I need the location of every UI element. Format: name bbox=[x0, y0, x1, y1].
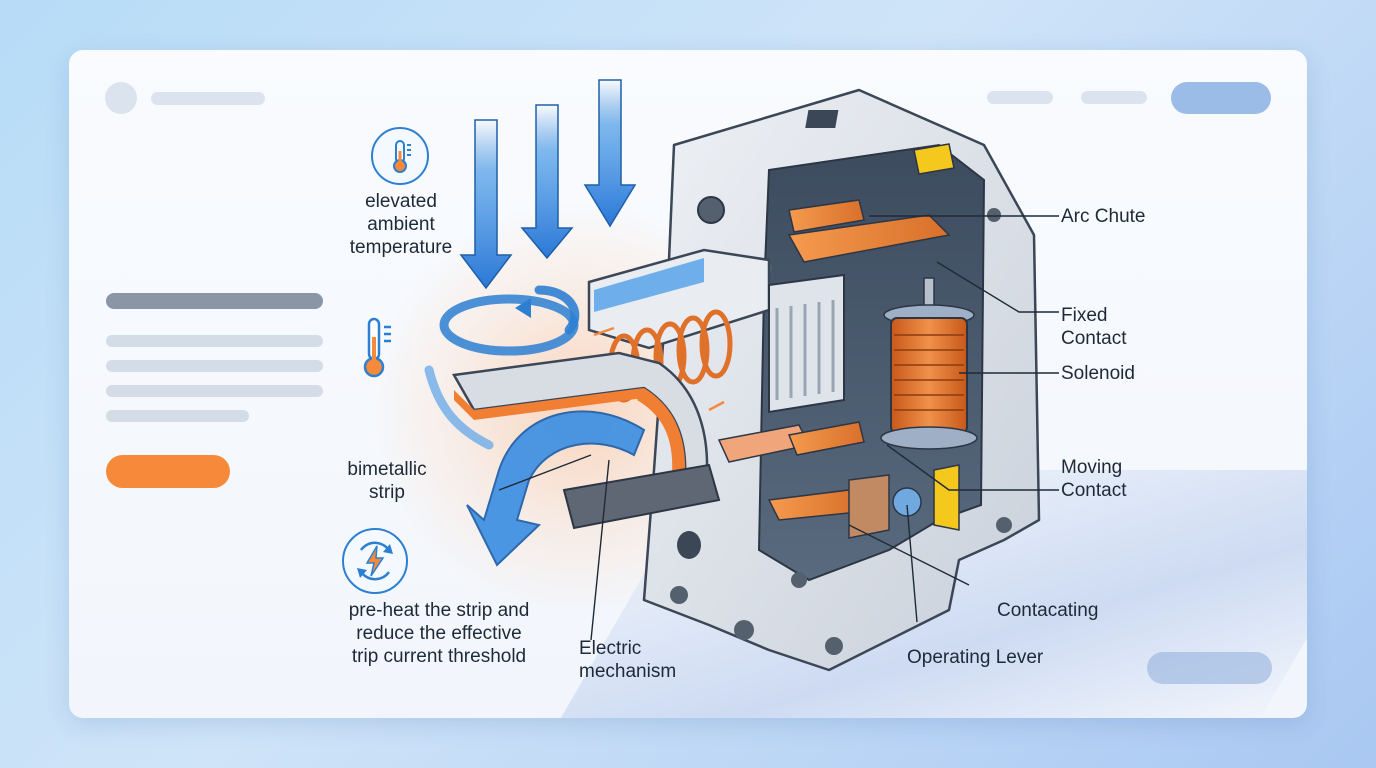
diagram-card: elevated ambient temperature bimetallic … bbox=[69, 50, 1307, 718]
sidebar-line-placeholder-1 bbox=[106, 335, 323, 347]
thermometer-badge-icon bbox=[371, 127, 429, 185]
electric-mechanism-label: Electric mechanism bbox=[579, 638, 677, 682]
footer-pill-button[interactable] bbox=[1147, 652, 1272, 684]
sidebar-title-placeholder bbox=[106, 293, 323, 309]
swirl-arrow-head bbox=[515, 298, 531, 318]
lower-mechanism bbox=[562, 421, 922, 559]
thermometer-plain-icon bbox=[357, 315, 401, 381]
sidebar-orange-button[interactable] bbox=[106, 455, 230, 488]
moving-contact-label: Moving Contact bbox=[1061, 457, 1127, 501]
breaker-illustration bbox=[424, 79, 1059, 672]
operating-lever-label: Operating Lever bbox=[907, 647, 1044, 668]
bimetallic-strip-label: bimetallic strip bbox=[347, 459, 427, 503]
arc-chute-label: Arc Chute bbox=[1061, 206, 1146, 227]
fixed-contact-label: Fixed Contact bbox=[1061, 305, 1127, 349]
swirl-arrows bbox=[424, 285, 580, 450]
header-placeholder-bar bbox=[151, 92, 265, 105]
contacting-label: Contacating bbox=[997, 600, 1099, 621]
motion-marks bbox=[593, 326, 725, 412]
header-pill-button[interactable] bbox=[1171, 82, 1271, 114]
arc-chute-graphic bbox=[768, 273, 845, 414]
avatar-placeholder bbox=[105, 82, 137, 114]
heat-arrow-1 bbox=[459, 119, 513, 290]
leader-lines bbox=[498, 215, 1059, 641]
heat-arrow-3 bbox=[583, 79, 637, 228]
solenoid-graphic bbox=[880, 277, 978, 531]
elevated-temperature-label: elevated ambient temperature bbox=[349, 191, 453, 258]
solenoid-label: Solenoid bbox=[1061, 363, 1135, 384]
heat-arrow-2 bbox=[520, 104, 574, 260]
nav-placeholder-2 bbox=[1081, 91, 1147, 104]
sidebar-line-placeholder-3 bbox=[106, 385, 323, 397]
heat-arrows bbox=[459, 79, 637, 290]
deflection-arrow bbox=[466, 410, 646, 567]
preheat-note-label: pre-heat the strip and reduce the effect… bbox=[348, 600, 530, 667]
sidebar-line-placeholder-4 bbox=[106, 410, 249, 422]
nav-placeholder-1 bbox=[987, 91, 1053, 104]
lightning-cycle-icon bbox=[342, 528, 408, 594]
upper-contacts bbox=[787, 143, 955, 263]
thermometer-icon bbox=[393, 140, 411, 173]
sidebar-line-placeholder-2 bbox=[106, 360, 323, 372]
